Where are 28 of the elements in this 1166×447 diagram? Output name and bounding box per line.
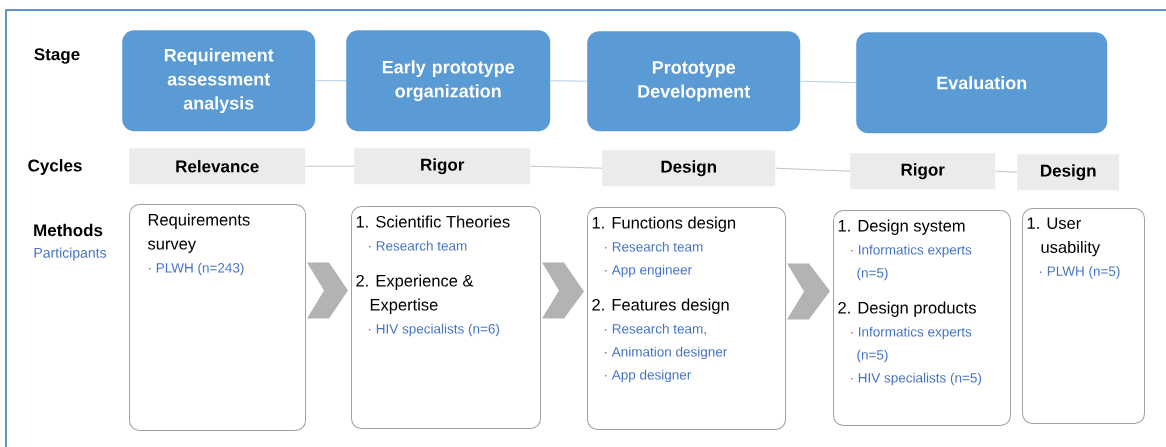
chevron-arrow (787, 263, 830, 320)
method-box: 1. Scientific Theories · Research team 2. Experience & Expertise · HIV specialists (n=6) (351, 206, 541, 429)
stage-box: Early prototype organization (346, 30, 551, 132)
row-label: Stage (34, 48, 80, 64)
connector-line (530, 165, 603, 169)
stage-box: Prototype Development (587, 31, 801, 132)
cycle-box: Rigor (850, 153, 996, 190)
cycle-box: Relevance (129, 148, 306, 185)
cycle-box: Design (602, 150, 776, 187)
cycle-box: Rigor (354, 148, 531, 185)
connector-line (800, 80, 857, 84)
cycle-box: Design (1017, 154, 1120, 191)
chevron-arrow (307, 262, 348, 319)
row-sublabel: Participants (34, 247, 107, 261)
connector-line (550, 80, 588, 82)
chevron-arrow (542, 262, 584, 319)
row-label: Methods (34, 223, 103, 237)
stage-box: Evaluation (856, 32, 1108, 134)
method-box: 1. Design system · Informatics experts (n=5) 2. Design products · Informatics experts (n=5) · HIV specialists (n=5) (833, 210, 1011, 426)
connector-line (315, 80, 347, 82)
connector-line (305, 165, 355, 167)
method-box: 1. User usability · PLWH (n=5) (1022, 208, 1145, 424)
stage-box: Requirement assessment analysis (122, 30, 316, 132)
connector-line (775, 167, 851, 172)
connector-line (995, 170, 1018, 173)
method-box: 1. Functions design · Research team · App engineer 2. Features design · Research team, · Animation designer · App designer (587, 207, 786, 430)
method-box: Requirements survey · PLWH (n=243) (129, 204, 306, 431)
row-label: Cycles (28, 159, 82, 175)
